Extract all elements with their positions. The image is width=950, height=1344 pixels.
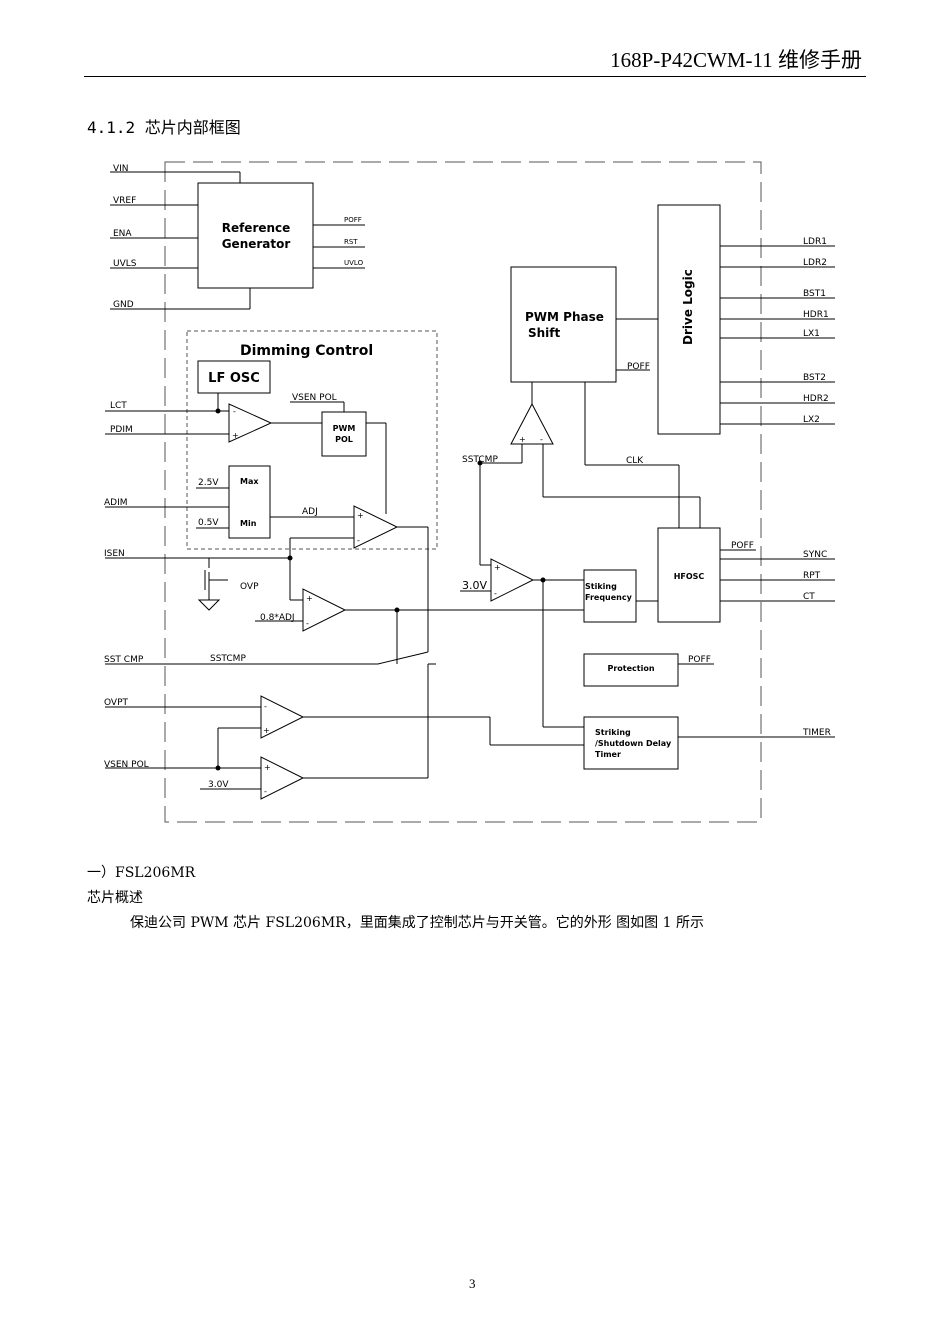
page-number: 3 — [469, 1276, 476, 1291]
adj08-label: 0.8*ADJ — [260, 613, 295, 623]
pwm-pol-2: POL — [335, 435, 353, 444]
pin-rpt: RPT — [803, 571, 821, 581]
ref-out-poff: POFF — [344, 216, 362, 224]
sstcmp-label-b: SSTCMP — [462, 455, 498, 465]
pin-vin: VIN — [113, 164, 129, 174]
timer-block-3: Timer — [595, 750, 621, 759]
pwm-phase-1: PWM Phase — [525, 310, 604, 324]
pin-isen: ISEN — [104, 549, 125, 559]
drive-logic-label: Drive Logic — [681, 269, 695, 345]
pin-adim: ADIM — [104, 498, 128, 508]
svg-text:+: + — [357, 511, 364, 520]
timer-block-1: Striking — [595, 728, 631, 737]
chip-boundary — [164, 161, 762, 823]
subsection-subtitle: 芯片概述 — [87, 890, 143, 906]
svg-text:-: - — [357, 536, 360, 545]
ref-gen-label-2: Generator — [222, 237, 291, 251]
ovp-label: OVP — [240, 582, 259, 592]
pin-lct: LCT — [110, 401, 127, 411]
block-diagram: VIN VREF ENA UVLS GND LCT PDIM ADIM ISEN… — [104, 161, 835, 823]
pin-gnd: GND — [113, 300, 134, 310]
header-title: 168P-P42CWM-11 维修手册 — [610, 48, 862, 72]
svg-text:-: - — [540, 435, 543, 444]
v05-label: 0.5V — [198, 518, 219, 528]
pin-ovpt: OVPT — [104, 698, 129, 708]
svg-text:+: + — [306, 594, 313, 603]
pwm-pol-1: PWM — [333, 424, 356, 433]
pin-sst-cmp: SST CMP — [104, 655, 144, 665]
poff-label-c: POFF — [688, 655, 711, 665]
sstcmp-label-a: SSTCMP — [210, 654, 246, 664]
v30-label-b: 3.0V — [462, 579, 487, 592]
pin-ena: ENA — [113, 229, 132, 239]
section-heading: 4.1.2 芯片内部框图 — [87, 118, 241, 137]
pin-ldr2: LDR2 — [803, 258, 827, 268]
max-label: Max — [240, 477, 259, 486]
pin-sync: SYNC — [803, 550, 827, 560]
dimming-title: Dimming Control — [240, 343, 373, 359]
hfosc-label: HFOSC — [674, 572, 705, 581]
pin-lx1: LX1 — [803, 329, 820, 339]
svg-text:-: - — [264, 787, 267, 796]
pin-timer: TIMER — [802, 728, 831, 738]
pin-bst2: BST2 — [803, 373, 826, 383]
svg-text:+: + — [263, 726, 270, 735]
poff-label-b: POFF — [731, 541, 754, 551]
poff-label-a: POFF — [627, 362, 650, 372]
v25-label: 2.5V — [198, 478, 219, 488]
svg-text:-: - — [494, 589, 497, 598]
pwm-phase-2: Shift — [528, 326, 561, 340]
adj-label: ADJ — [302, 507, 318, 517]
pin-bst1: BST1 — [803, 289, 826, 299]
header-rule — [84, 76, 866, 77]
ref-out-uvlo: UVLO — [344, 259, 364, 267]
pin-hdr2: HDR2 — [803, 394, 829, 404]
pin-vref: VREF — [113, 196, 136, 206]
ref-out-rst: RST — [344, 238, 358, 246]
pin-vsen-pol: VSEN POL — [104, 760, 149, 770]
ref-gen-label-1: Reference — [222, 221, 291, 235]
pin-ct: CT — [803, 592, 815, 602]
svg-text:+: + — [232, 431, 239, 440]
striking-freq-1: Stiking — [585, 582, 617, 591]
vsen-pol-inner: VSEN POL — [292, 393, 337, 403]
protection-label: Protection — [607, 664, 654, 673]
svg-text:+: + — [264, 763, 271, 772]
pin-uvls: UVLS — [113, 259, 137, 269]
svg-text:-: - — [306, 619, 309, 628]
subsection-title: 一）FSL206MR — [87, 865, 196, 881]
svg-text:+: + — [519, 435, 526, 444]
body-paragraph: 保迪公司 PWM 芯片 FSL206MR，里面集成了控制芯片与开关管。它的外形 … — [130, 915, 704, 931]
pin-ldr1: LDR1 — [803, 237, 827, 247]
svg-text:-: - — [233, 407, 236, 416]
lf-osc-label: LF OSC — [208, 371, 260, 386]
timer-block-2: /Shutdown Delay — [595, 739, 672, 748]
svg-text:-: - — [264, 702, 267, 711]
v30-label-a: 3.0V — [208, 780, 229, 790]
pin-pdim: PDIM — [110, 425, 133, 435]
clk-label: CLK — [626, 456, 644, 466]
pin-lx2: LX2 — [803, 415, 820, 425]
pin-hdr1: HDR1 — [803, 310, 829, 320]
svg-text:+: + — [494, 563, 501, 572]
dimming-box — [186, 330, 438, 550]
min-label: Min — [240, 519, 257, 528]
striking-freq-2: Frequency — [585, 593, 633, 602]
